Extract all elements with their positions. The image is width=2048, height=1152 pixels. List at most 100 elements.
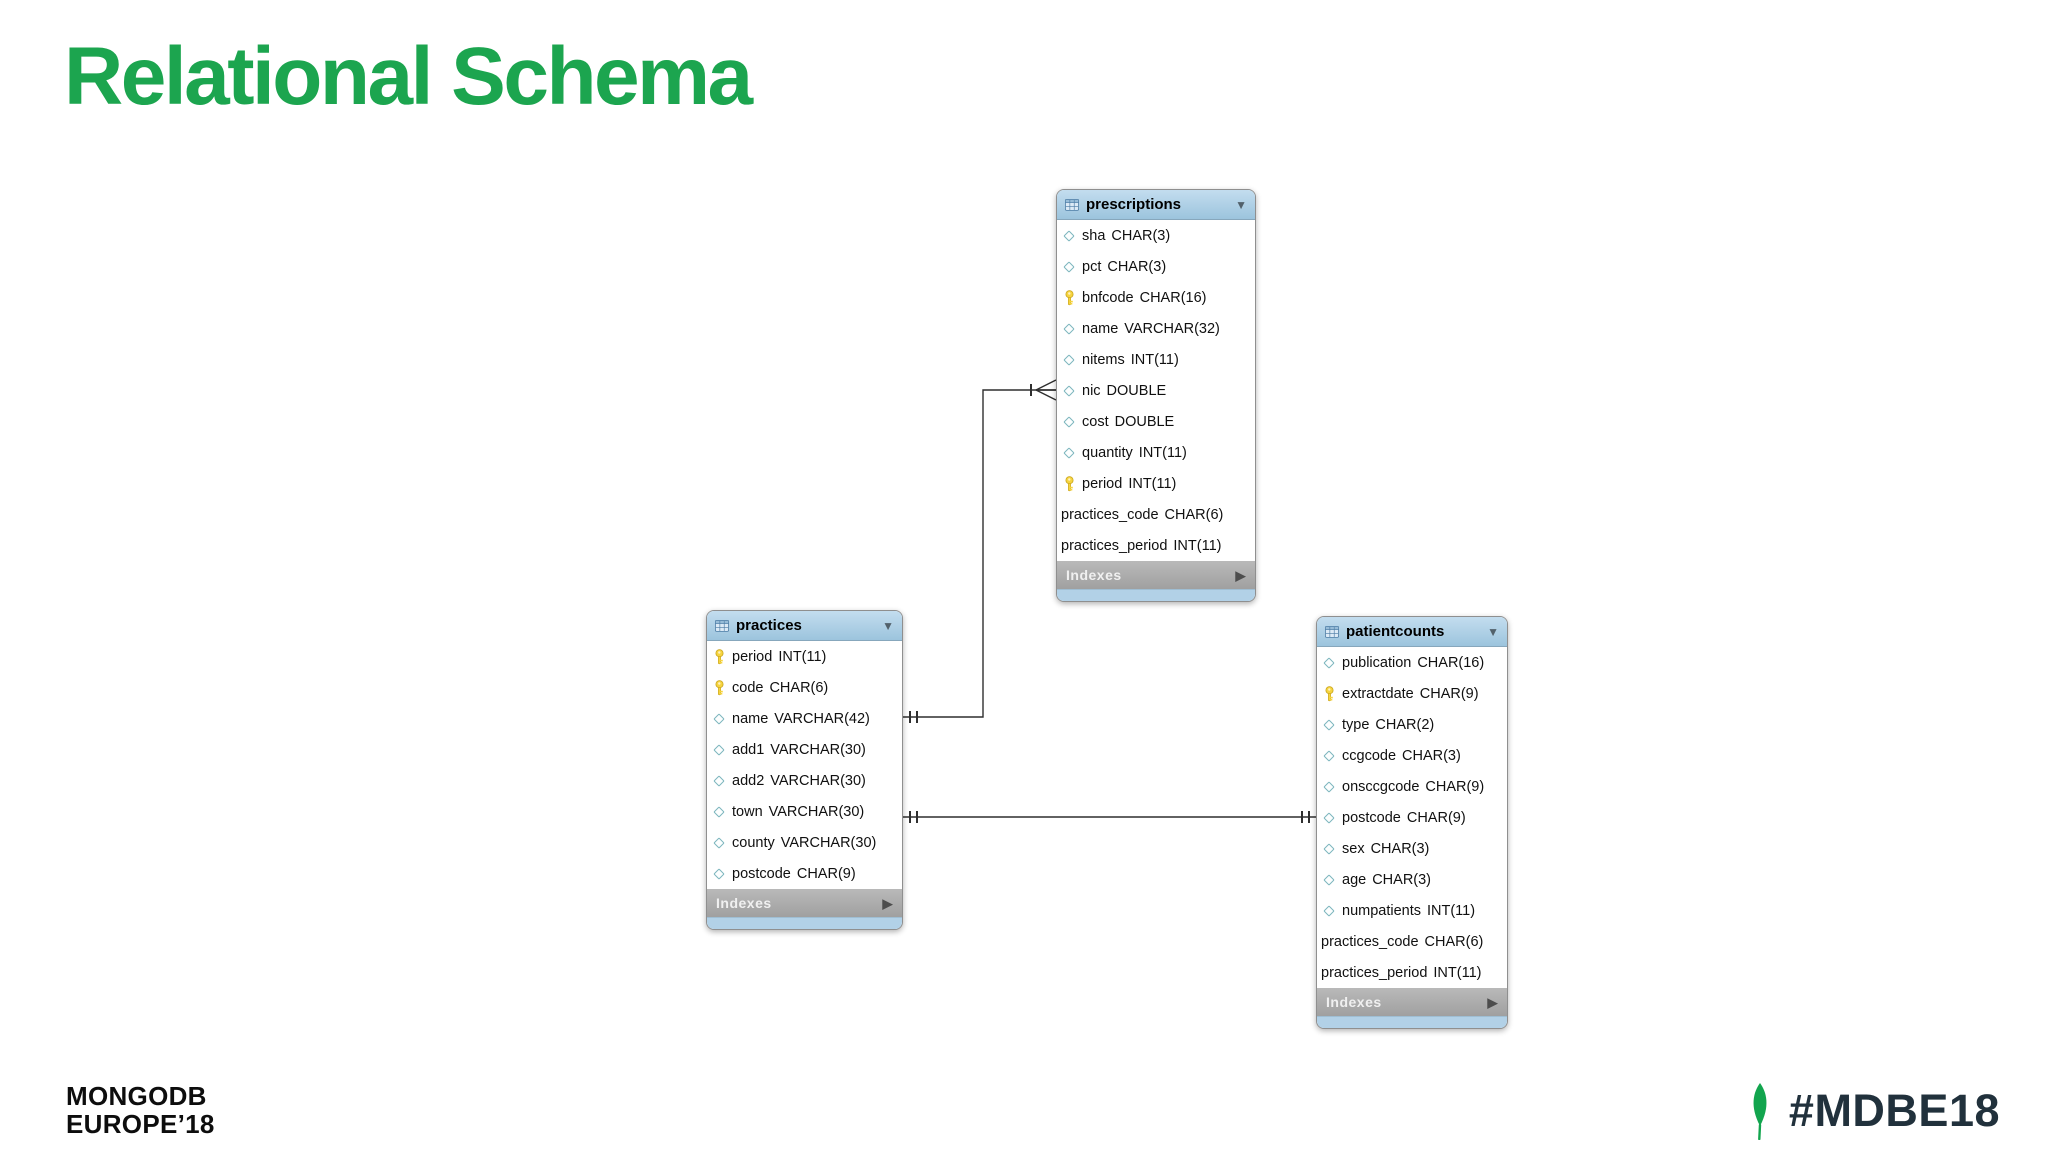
column-type: CHAR(16) [1417, 654, 1485, 671]
diamond-icon [712, 774, 726, 787]
column-type: CHAR(3) [1372, 871, 1432, 888]
column-name: ccgcode [1342, 747, 1397, 764]
column-name: postcode [1342, 809, 1401, 826]
column-type: CHAR(3) [1111, 227, 1171, 244]
hashtag-block: #MDBE18 [1747, 1082, 2000, 1140]
column-type: CHAR(3) [1402, 747, 1461, 764]
column-type: CHAR(9) [796, 865, 856, 882]
mongodb-leaf-icon [1753, 1083, 1767, 1140]
column-name: pct [1082, 258, 1102, 275]
column-type: CHAR(3) [1370, 840, 1430, 857]
diamond-icon [1322, 811, 1336, 824]
diamond-icon [1062, 384, 1076, 397]
column-row[interactable]: name VARCHAR(32) [1057, 313, 1255, 344]
page-title: Relational Schema [64, 31, 753, 122]
column-type: INT(11) [778, 648, 827, 665]
column-row[interactable]: postcode CHAR(9) [707, 858, 902, 889]
column-name: practices_period [1321, 964, 1428, 981]
column-row[interactable]: postcode CHAR(9) [1317, 802, 1507, 833]
key-icon [1062, 475, 1076, 492]
diamond-icon [1322, 873, 1336, 886]
relationship-line-practices-prescriptions[interactable] [903, 389, 1056, 718]
expand-arrow-icon[interactable]: ▶ [882, 895, 893, 911]
event-logo-line2: EUROPE’18 [66, 1108, 215, 1139]
expand-arrow-icon[interactable]: ▶ [1235, 567, 1246, 583]
column-row[interactable]: period INT(11) [707, 641, 902, 672]
diamond-icon [712, 805, 726, 818]
table-header[interactable]: prescriptions ▼ [1057, 190, 1255, 220]
column-row[interactable]: age CHAR(3) [1317, 864, 1507, 895]
column-name: numpatients [1342, 902, 1421, 919]
table-header[interactable]: practices▼ [707, 611, 902, 641]
expand-arrow-icon[interactable]: ▶ [1487, 994, 1498, 1010]
column-name: practices_code [1321, 933, 1419, 950]
diamond-icon [1322, 904, 1336, 917]
column-name: period [732, 648, 773, 665]
key-icon [712, 679, 726, 696]
column-type: CHAR(9) [1419, 685, 1479, 702]
column-type: VARCHAR(32) [1124, 320, 1220, 337]
collapse-arrow-icon[interactable]: ▼ [1487, 624, 1499, 639]
column-name: postcode [732, 865, 791, 882]
indexes-bar[interactable]: Indexes ▶ [1057, 561, 1255, 589]
column-row[interactable]: ccgcode CHAR(3) [1317, 740, 1507, 771]
column-type: VARCHAR(30) [770, 741, 866, 758]
column-type: CHAR(2) [1375, 716, 1435, 733]
column-row[interactable]: practices_period INT(11) [1317, 957, 1507, 988]
column-name: bnfcode [1082, 289, 1134, 306]
table-title: prescriptions [1086, 196, 1182, 213]
column-name: name [1082, 320, 1119, 337]
column-row[interactable]: name VARCHAR(42) [707, 703, 902, 734]
column-name: period [1082, 475, 1123, 492]
column-type: CHAR(9) [1425, 778, 1485, 795]
table-grid-icon [1325, 625, 1339, 639]
event-logo: MONGODB EUROPE’18 [66, 1082, 215, 1138]
column-type: VARCHAR(42) [774, 710, 870, 727]
diamond-icon [1322, 656, 1336, 669]
collapse-arrow-icon[interactable]: ▼ [1235, 197, 1247, 212]
column-type: INT(11) [1433, 964, 1482, 981]
indexes-label: Indexes [716, 895, 772, 911]
column-type: CHAR(9) [1406, 809, 1466, 826]
column-name: onsccgcode [1342, 778, 1420, 795]
column-name: practices_code [1061, 506, 1159, 523]
diamond-icon [712, 836, 726, 849]
indexes-bar[interactable]: Indexes▶ [1317, 988, 1507, 1016]
indexes-bar[interactable]: Indexes ▶ [707, 889, 902, 917]
table-header[interactable]: patientcounts▼ [1317, 617, 1507, 647]
column-type: DOUBLE [1106, 382, 1167, 399]
table-footer [1057, 589, 1255, 601]
collapse-arrow-icon[interactable]: ▼ [882, 618, 894, 633]
column-name: name [732, 710, 769, 727]
indexes-label: Indexes [1066, 567, 1122, 583]
diamond-icon [1062, 229, 1076, 242]
column-row[interactable]: onsccgcode CHAR(9) [1317, 771, 1507, 802]
column-name: age [1342, 871, 1367, 888]
crows-foot-icon [1035, 379, 1057, 391]
